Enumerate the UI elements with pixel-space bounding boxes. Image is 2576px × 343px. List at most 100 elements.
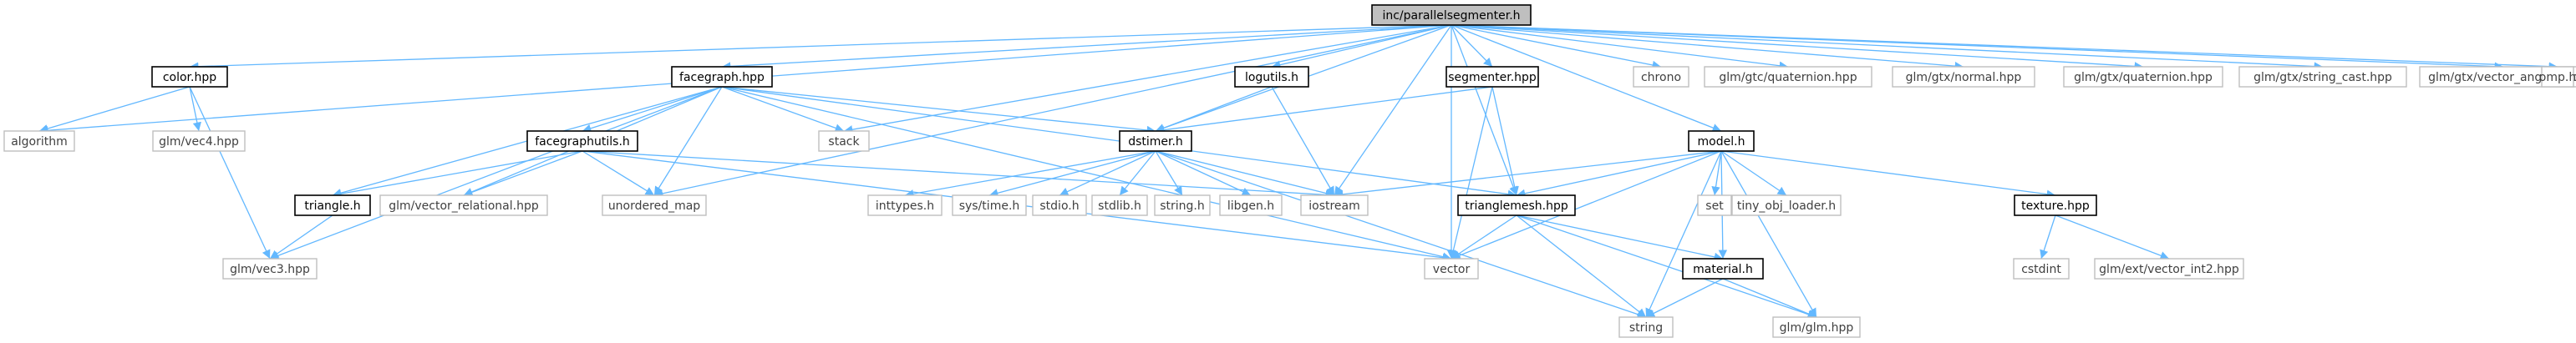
edge-material-to-string — [1645, 278, 1724, 318]
node-normal: glm/gtx/normal.hpp — [1892, 66, 2035, 88]
node-box — [222, 258, 318, 280]
edge-facegraphutils-to-unordered_map — [582, 150, 655, 196]
node-box — [1618, 316, 1674, 338]
node-material[interactable]: material.h — [1682, 258, 1764, 280]
node-segmenter[interactable]: segmenter.hpp — [1446, 66, 1539, 88]
node-iostream: iostream — [1300, 194, 1369, 216]
node-label: facegraph.hpp — [679, 71, 765, 84]
edge-model-to-tiny_obj — [1720, 150, 1787, 196]
node-quaternion_gtx: glm/gtx/quaternion.hpp — [2063, 66, 2223, 88]
edge-dstimer-to-inttypes — [904, 150, 1156, 199]
edge-root-to-chrono — [1451, 24, 1662, 70]
node-cstdint: cstdint — [2013, 258, 2070, 280]
node-label: glm/vec4.hpp — [159, 135, 239, 149]
node-box — [818, 130, 870, 152]
node-vector_angle: glm/gtx/vector_angle.hpp — [2419, 66, 2576, 88]
node-label: triangle.h — [304, 199, 360, 213]
node-label: unordered_map — [608, 199, 700, 213]
node-facegraphutils[interactable]: facegraphutils.h — [526, 130, 638, 152]
node-box — [1633, 66, 1689, 88]
node-box — [2094, 258, 2244, 280]
node-chrono: chrono — [1633, 66, 1689, 88]
node-box — [952, 194, 1027, 216]
node-box — [3, 130, 75, 152]
node-stringh: string.h — [1154, 194, 1211, 216]
node-vec3: glm/vec3.hpp — [222, 258, 318, 280]
node-label: chrono — [1641, 71, 1681, 84]
node-box — [1424, 258, 1479, 280]
node-box — [1371, 4, 1532, 26]
node-box — [671, 66, 773, 88]
edge-color-to-algorithm — [38, 86, 191, 134]
node-systime: sys/time.h — [952, 194, 1027, 216]
edge-dstimer-to-iostream — [1155, 150, 1335, 198]
node-label: vector — [1433, 263, 1471, 276]
node-label: algorithm — [11, 135, 68, 149]
node-box — [1892, 66, 2035, 88]
node-box — [1688, 130, 1755, 152]
node-box — [151, 66, 228, 88]
node-label: glm/vec3.hpp — [230, 263, 310, 276]
edge-dstimer-to-stdlib — [1119, 150, 1156, 196]
edge-facegraph-to-unordered_map — [653, 86, 723, 196]
node-color[interactable]: color.hpp — [151, 66, 228, 88]
edge-facegraphutils-to-triangle — [332, 150, 583, 199]
node-logutils[interactable]: logutils.h — [1234, 66, 1309, 88]
node-label: glm/ext/vector_int2.hpp — [2099, 263, 2239, 276]
node-label: string — [1629, 321, 1663, 335]
node-vector_int2: glm/ext/vector_int2.hpp — [2094, 258, 2244, 280]
node-box — [1219, 194, 1283, 216]
edge-root-to-segmenter — [1451, 24, 1493, 68]
edge-root-to-string_cast — [1451, 24, 2324, 71]
node-stdlib: stdlib.h — [1091, 194, 1148, 216]
edge-texture-to-cstdint — [2040, 214, 2056, 260]
edge-model-to-string — [1645, 150, 1722, 318]
node-box — [867, 194, 943, 216]
node-box — [2014, 194, 2097, 216]
edge-root-to-stack — [843, 24, 1452, 134]
node-string_cast: glm/gtx/string_cast.hpp — [2238, 66, 2407, 88]
edge-root-to-quaternion_gtc — [1451, 24, 1789, 70]
node-vector_relational: glm/vector_relational.hpp — [379, 194, 548, 216]
edge-material-to-glm — [1722, 278, 1817, 318]
node-triangle[interactable]: triangle.h — [294, 194, 371, 216]
node-label: glm/vector_relational.hpp — [389, 199, 539, 213]
edge-root-to-iostream — [1334, 24, 1452, 196]
node-omp: omp.h — [2539, 66, 2576, 88]
node-model[interactable]: model.h — [1688, 130, 1755, 152]
node-facegraph[interactable]: facegraph.hpp — [671, 66, 773, 88]
edge-root-to-quaternion_gtx — [1451, 24, 2144, 71]
node-unordered_map: unordered_map — [602, 194, 707, 216]
edge-facegraph-to-facegraphutils — [582, 86, 723, 133]
edge-segmenter-to-vector — [1449, 86, 1493, 260]
edge-logutils-to-iostream — [1271, 86, 1335, 196]
node-box — [1697, 194, 1732, 216]
node-label: stdio.h — [1039, 199, 1079, 213]
edge-trianglemesh-to-material — [1516, 214, 1724, 261]
node-box — [152, 130, 246, 152]
node-label: omp.h — [2539, 71, 2576, 84]
edge-trianglemesh-to-glm — [1516, 214, 1817, 319]
edge-root-to-logutils — [1271, 24, 1452, 69]
edge-model-to-glm — [1720, 150, 1817, 318]
node-root[interactable]: inc/parallelsegmenter.h — [1371, 4, 1532, 26]
node-label: color.hpp — [163, 71, 216, 84]
node-label: glm/gtx/quaternion.hpp — [2074, 71, 2213, 84]
node-trianglemesh[interactable]: trianglemesh.hpp — [1457, 194, 1576, 216]
node-set: set — [1697, 194, 1732, 216]
edge-root-to-normal — [1451, 24, 1964, 71]
edge-segmenter-to-dstimer — [1155, 86, 1493, 134]
node-dstimer[interactable]: dstimer.h — [1119, 130, 1192, 152]
node-label: tiny_obj_loader.h — [1737, 199, 1836, 213]
node-label: material.h — [1693, 263, 1753, 276]
edge-dstimer-to-stdio — [1059, 150, 1156, 196]
node-label: stdlib.h — [1098, 199, 1141, 213]
node-texture[interactable]: texture.hpp — [2014, 194, 2097, 216]
edge-root-to-color — [189, 24, 1452, 71]
edge-model-to-iostream — [1334, 150, 1722, 199]
edge-trianglemesh-to-vector — [1451, 214, 1517, 260]
edge-facegraph-to-vector — [721, 86, 1452, 261]
edge-facegraph-to-vec3 — [269, 86, 723, 260]
node-box — [1119, 130, 1192, 152]
edge-model-to-vector — [1451, 150, 1722, 260]
